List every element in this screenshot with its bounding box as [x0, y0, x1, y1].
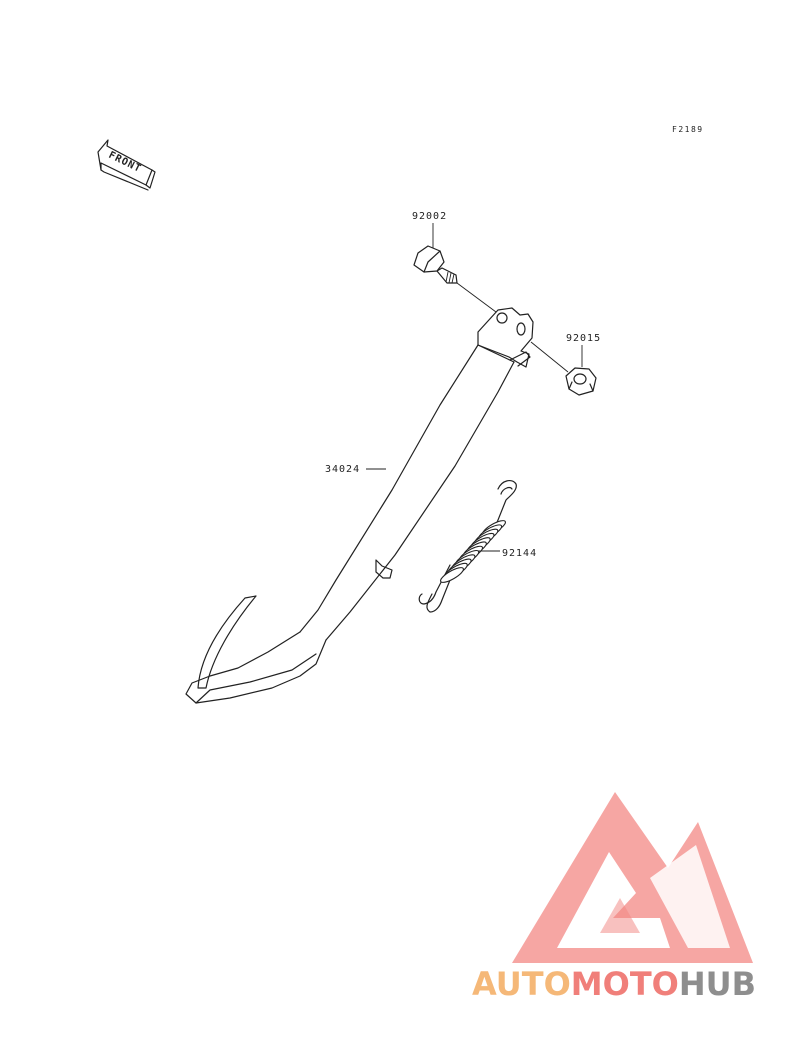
spring-92144	[418, 479, 517, 613]
part-label-34024: 34024	[325, 464, 360, 475]
watermark-moto: MOTO	[571, 965, 679, 1003]
figure-code: F2189	[672, 125, 704, 134]
bolt-92002	[413, 245, 497, 313]
side-stand-34024	[185, 307, 534, 704]
watermark-hub: HUB	[679, 965, 756, 1003]
spring-coil	[440, 567, 464, 583]
part-label-92144: 92144	[502, 548, 537, 559]
front-arrow-icon: FRONT	[97, 139, 156, 191]
front-label: FRONT	[107, 150, 143, 175]
watermark-text: AUTOMOTOHUB	[472, 965, 756, 1003]
nut-92015	[530, 341, 597, 396]
automotohub-logo-icon	[512, 792, 753, 963]
part-label-92002: 92002	[412, 211, 447, 222]
part-label-92015: 92015	[566, 333, 601, 344]
watermark-auto: AUTO	[472, 965, 571, 1003]
